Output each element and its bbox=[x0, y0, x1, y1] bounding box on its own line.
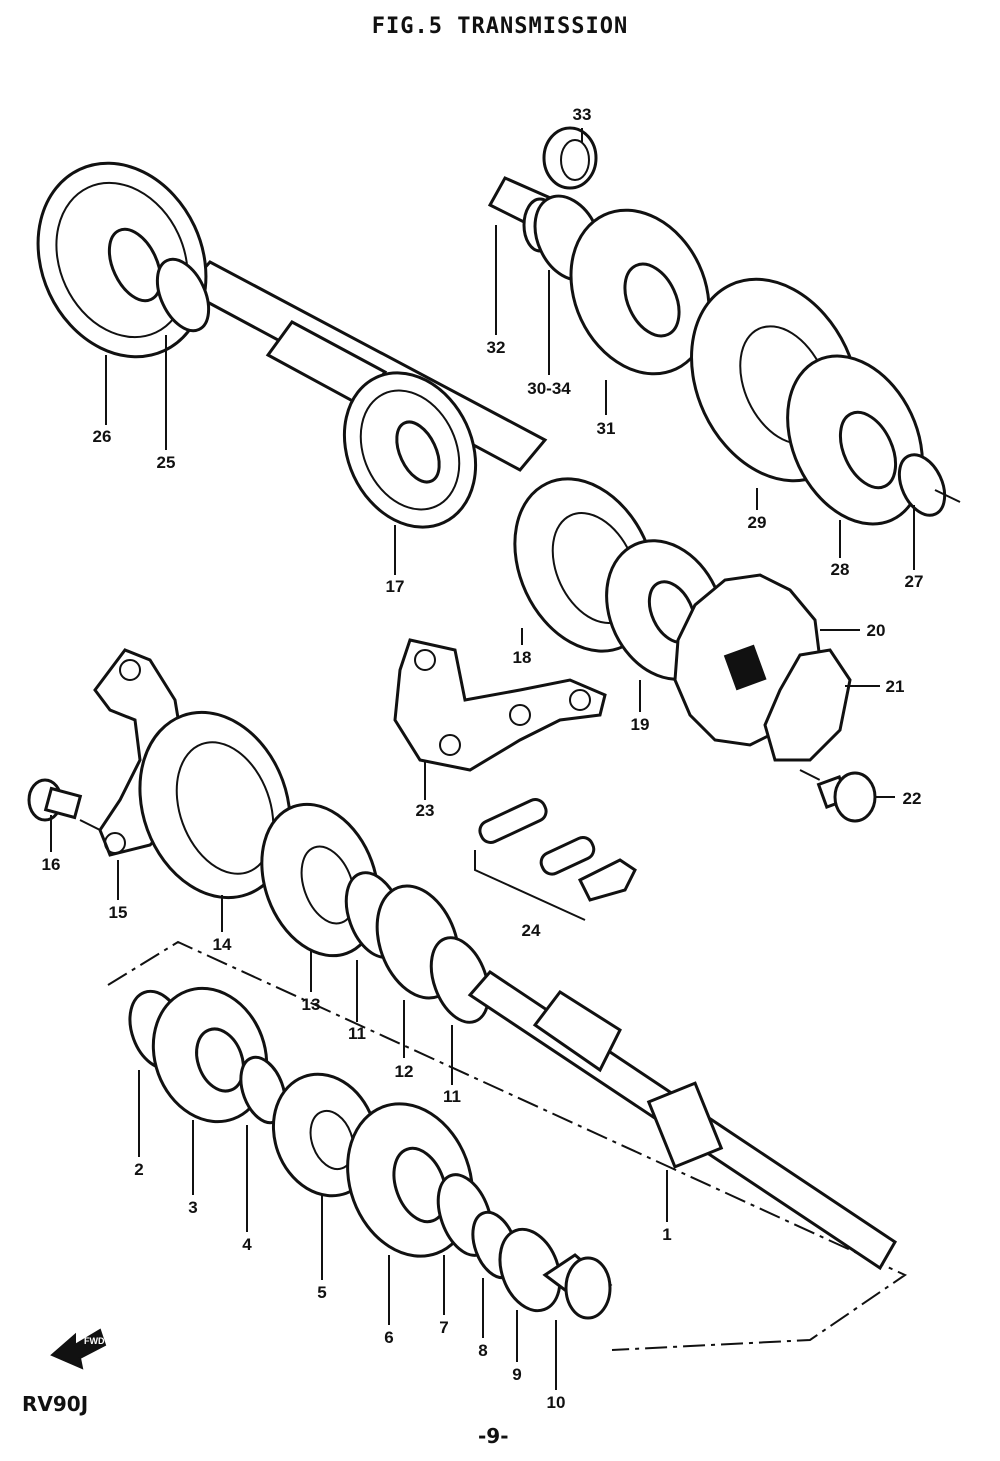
callout-20: 20 bbox=[867, 621, 886, 640]
forward-arrow-label: FWD bbox=[84, 1336, 105, 1346]
bearing-14 bbox=[138, 710, 292, 900]
circlip-27 bbox=[897, 453, 947, 517]
page-number: -9- bbox=[478, 1424, 509, 1448]
callout-24: 24 bbox=[522, 921, 541, 940]
callout-30-34: 30-34 bbox=[527, 379, 571, 398]
callout-4: 4 bbox=[242, 1235, 252, 1254]
gear-28 bbox=[786, 354, 924, 526]
assembly-bracket bbox=[107, 940, 908, 1351]
screw-16 bbox=[27, 778, 83, 822]
callout-13: 13 bbox=[302, 995, 321, 1014]
countershaft-spline bbox=[265, 320, 388, 407]
callout-23: 23 bbox=[416, 801, 435, 820]
callout-18: 18 bbox=[513, 648, 532, 667]
callout-7: 7 bbox=[439, 1318, 448, 1337]
callout-6: 6 bbox=[384, 1328, 393, 1347]
countershaft-assembly bbox=[36, 161, 877, 823]
gear-3 bbox=[151, 986, 269, 1124]
callout-22: 22 bbox=[903, 789, 922, 808]
model-code: RV90J bbox=[22, 1392, 89, 1416]
chain-joint-24 bbox=[474, 798, 637, 921]
bolt-22 bbox=[816, 771, 877, 823]
bushing-10 bbox=[542, 1253, 613, 1320]
drive-chain-23 bbox=[393, 638, 607, 772]
callout-3: 3 bbox=[188, 1198, 197, 1217]
callout-25: 25 bbox=[157, 453, 176, 472]
callout-11: 11 bbox=[443, 1087, 461, 1106]
forward-arrow-icon: FWD bbox=[50, 1328, 107, 1370]
figure-title: FIG.5 TRANSMISSION bbox=[371, 14, 629, 39]
callout-29: 29 bbox=[748, 513, 767, 532]
callout-1: 1 bbox=[662, 1225, 671, 1244]
callout-10: 10 bbox=[547, 1393, 566, 1412]
callout-11: 11 bbox=[348, 1024, 366, 1043]
gear-26 bbox=[36, 161, 208, 359]
gear-17 bbox=[342, 371, 478, 529]
callout-15: 15 bbox=[109, 903, 128, 922]
callout-9: 9 bbox=[512, 1365, 521, 1384]
drive-shaft-assembly bbox=[107, 802, 908, 1351]
leader-lines bbox=[50, 128, 915, 1390]
callout-21: 21 bbox=[886, 677, 905, 696]
callout-12: 12 bbox=[395, 1062, 414, 1081]
callout-33: 33 bbox=[573, 105, 592, 124]
washer-11-lower bbox=[429, 936, 491, 1024]
washer-25 bbox=[155, 257, 211, 333]
callout-14: 14 bbox=[213, 935, 232, 954]
gear-31 bbox=[569, 208, 711, 376]
sprocket-retainer-21 bbox=[763, 648, 852, 762]
callout-5: 5 bbox=[317, 1283, 326, 1302]
callout-28: 28 bbox=[831, 560, 850, 579]
callout-19: 19 bbox=[631, 715, 650, 734]
callout-8: 8 bbox=[478, 1341, 487, 1360]
upper-right-parts bbox=[487, 126, 961, 526]
callout-2: 2 bbox=[134, 1160, 143, 1179]
callout-16: 16 bbox=[42, 855, 61, 874]
callout-32: 32 bbox=[487, 338, 506, 357]
callout-17: 17 bbox=[386, 577, 405, 596]
callout-27: 27 bbox=[905, 572, 924, 591]
washer-9 bbox=[498, 1227, 562, 1313]
callout-labels: 1234567891011111213141516171819202122232… bbox=[42, 105, 924, 1412]
callout-31: 31 bbox=[597, 419, 616, 438]
callout-26: 26 bbox=[93, 427, 112, 446]
